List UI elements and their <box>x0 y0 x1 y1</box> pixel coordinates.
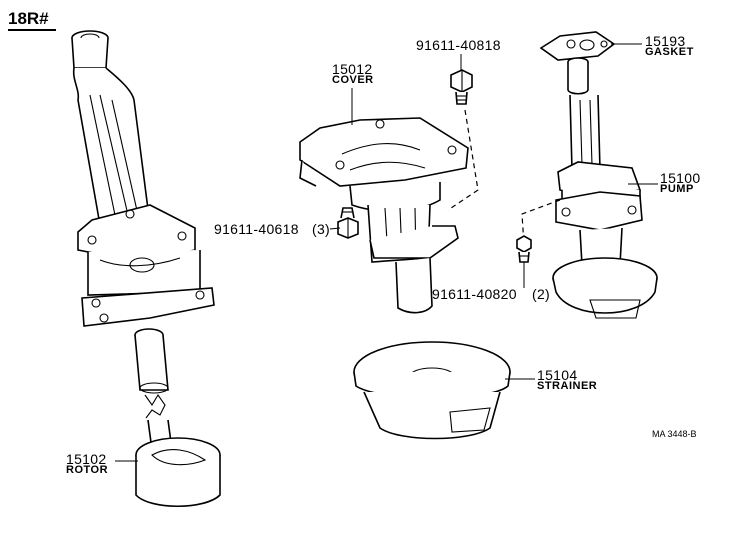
pump-part-number: 15100 <box>660 170 701 186</box>
figure-id: MA 3448-B <box>652 429 697 439</box>
cover-part-number: 15012 <box>332 61 373 77</box>
strainer-part-number: 15104 <box>537 367 578 383</box>
pump-assembly <box>552 57 658 319</box>
bolt-left-part-number: 91611-40618 <box>214 221 299 237</box>
rotor-assembly <box>134 328 221 508</box>
pump-body-assembly <box>71 30 215 327</box>
bolt-left-qty: (3) <box>312 221 331 237</box>
bolt-right-guide <box>521 199 561 246</box>
bolt-right-qty: (2) <box>532 286 551 302</box>
bolt-right-part-number: 91611-40820 <box>432 286 517 302</box>
bolt-top-guide <box>447 109 479 211</box>
pump-part-name: PUMP <box>660 183 694 195</box>
gasket <box>539 31 616 61</box>
bolt-right <box>516 235 532 263</box>
rotor-part-name: ROTOR <box>66 464 109 476</box>
gasket-part-number: 15193 <box>645 33 686 49</box>
cover-part-name: COVER <box>332 74 374 86</box>
strainer <box>353 341 511 440</box>
cover-assembly <box>299 117 469 314</box>
bolt-top <box>450 69 473 105</box>
gasket-part-name: GASKET <box>645 46 694 58</box>
strainer-part-name: STRAINER <box>537 380 598 392</box>
model-header: 18R# <box>8 9 49 28</box>
bolt-top-part-number: 91611-40818 <box>416 37 501 53</box>
leader-lines <box>115 43 658 462</box>
rotor-part-number: 15102 <box>66 451 107 467</box>
bolt-left <box>337 207 359 239</box>
